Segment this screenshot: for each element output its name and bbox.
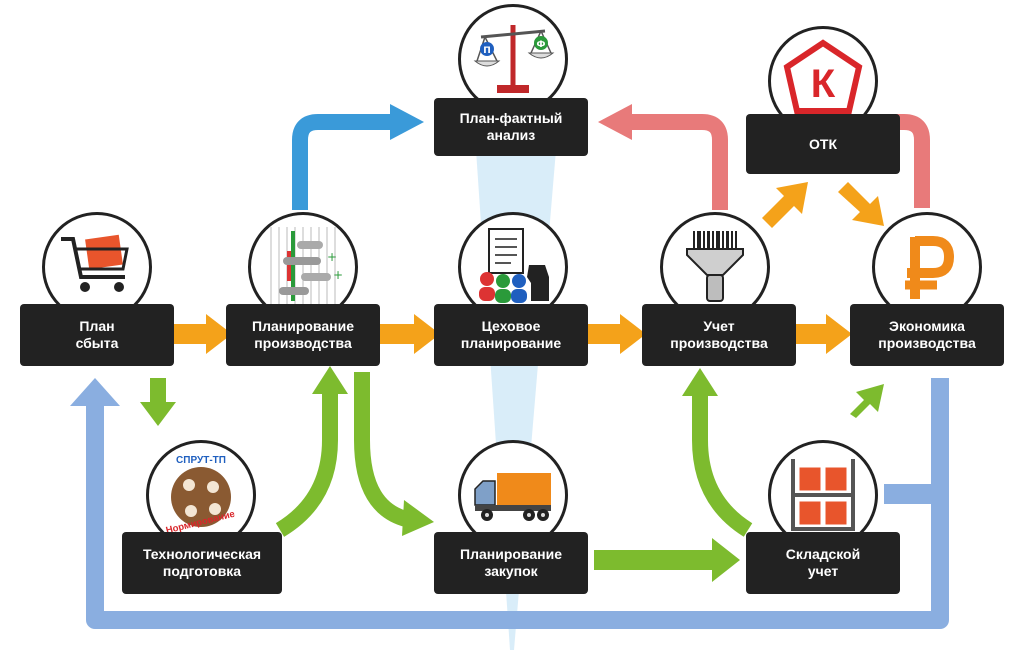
production-accounting-label: Учет производства bbox=[642, 304, 796, 366]
plan-fact-line2: анализ bbox=[486, 127, 536, 143]
planning-to-analysis-arrow-head bbox=[390, 104, 424, 140]
production-economics-line2: производства bbox=[878, 335, 976, 351]
planning-to-analysis-arrow bbox=[292, 114, 392, 210]
gantt-schedule-icon: + + bbox=[248, 212, 358, 322]
accounting-to-analysis-arrow bbox=[630, 114, 728, 210]
purchase-planning-line1: Планирование bbox=[460, 546, 562, 562]
production-economics-line1: Экономика bbox=[889, 318, 965, 334]
plan-sales-label: План сбыта bbox=[20, 304, 174, 366]
scale-plan-letter: П bbox=[483, 46, 491, 56]
shopping-cart-icon bbox=[42, 212, 152, 322]
warehouse-label: Складской учет bbox=[746, 532, 900, 594]
plan-sales-line1: План bbox=[79, 318, 115, 334]
tech-prep-line1: Технологическая bbox=[142, 546, 262, 562]
svg-text:+: + bbox=[327, 250, 337, 264]
plan-sales-line2: сбыта bbox=[75, 335, 119, 351]
plan-fact-label: План-фактный анализ bbox=[434, 98, 588, 156]
return-loop-arrow-head bbox=[70, 378, 120, 406]
warehouse-line1: Складской bbox=[785, 546, 861, 562]
warehouse-to-loop-connector bbox=[884, 484, 940, 504]
qc-line1: ОТК bbox=[809, 135, 837, 152]
purchase-planning-label: Планирование закупок bbox=[434, 532, 588, 594]
scale-fact-letter: Ф bbox=[537, 40, 546, 50]
tech-prep-label: Технологическая подготовка bbox=[122, 532, 282, 594]
sprut-logo-top-text: СПРУТ-ТП bbox=[176, 455, 226, 466]
shop-planning-label: Цеховое планирование bbox=[434, 304, 588, 366]
warehouse-shelves-icon bbox=[768, 440, 878, 550]
production-planning-label: Планирование производства bbox=[226, 304, 380, 366]
warehouse-line2: учет bbox=[807, 563, 839, 579]
quality-k-letter: К bbox=[811, 62, 836, 106]
production-planning-line2: производства bbox=[254, 335, 352, 351]
sprut-tp-logo-icon: СПРУТ-ТП Нормирование bbox=[146, 440, 256, 550]
economics-to-analysis-arrow bbox=[890, 114, 930, 208]
green-flow-arrows bbox=[140, 366, 884, 582]
orange-flow-arrows bbox=[172, 182, 884, 354]
tech-prep-line2: подготовка bbox=[162, 563, 242, 579]
production-accounting-line2: производства bbox=[670, 335, 768, 351]
qc-label: ОТК bbox=[746, 114, 900, 174]
production-planning-line1: Планирование bbox=[252, 318, 354, 334]
purchase-planning-line2: закупок bbox=[484, 563, 538, 579]
production-economics-label: Экономика производства bbox=[850, 304, 1004, 366]
production-accounting-line1: Учет bbox=[703, 318, 735, 334]
accounting-to-analysis-arrow-head bbox=[598, 104, 632, 140]
shop-planning-line1: Цеховое bbox=[481, 318, 541, 334]
plan-fact-line1: План-фактный bbox=[459, 110, 563, 126]
svg-text:+: + bbox=[333, 268, 343, 282]
ruble-icon bbox=[872, 212, 982, 322]
shop-planning-line2: планирование bbox=[460, 335, 562, 351]
